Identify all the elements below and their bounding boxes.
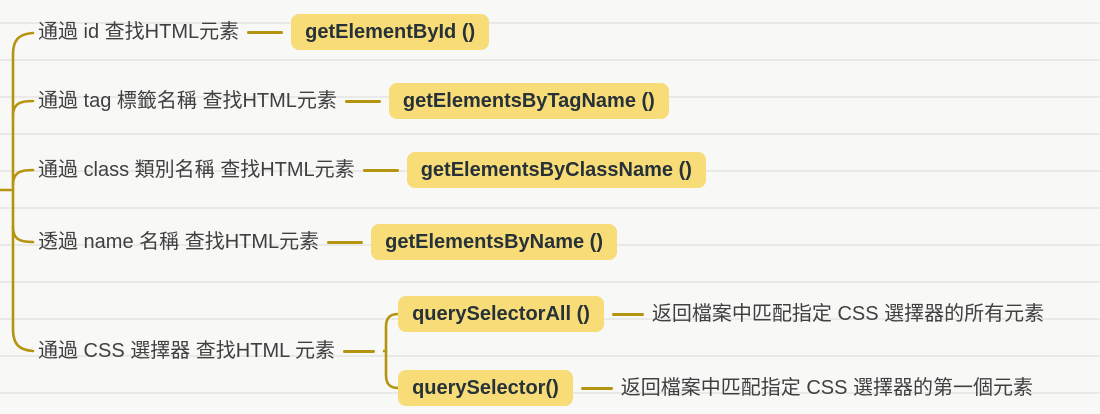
trunk-line: [11, 31, 35, 353]
connector-dash: [362, 168, 399, 172]
sub-branch-row-queryselectorall: querySelectorAll () 返回檔案中匹配指定 CSS 選擇器的所有…: [398, 296, 1044, 332]
branch-row-id: 通過 id 查找HTML元素 getElementById (): [38, 14, 490, 50]
branch-topic-label[interactable]: 透過 name 名稱 查找HTML元素: [38, 231, 320, 253]
method-node-queryselector[interactable]: querySelector(): [398, 370, 573, 406]
method-description[interactable]: 返回檔案中匹配指定 CSS 選擇器的第一個元素: [620, 377, 1034, 399]
connector-dash: [344, 99, 381, 103]
method-description[interactable]: 返回檔案中匹配指定 CSS 選擇器的所有元素: [651, 303, 1045, 325]
connector-dash: [580, 386, 613, 390]
branch-row-tag: 通過 tag 標籤名稱 查找HTML元素 getElementsByTagNam…: [38, 83, 669, 119]
method-node-getelementbyid[interactable]: getElementById (): [291, 14, 490, 50]
branch-row-css-selector: 通過 CSS 選擇器 查找HTML 元素 querySelectorAll ()…: [38, 296, 1044, 406]
connector-dash: [247, 30, 284, 34]
branch-curl-3: [11, 168, 35, 187]
method-node-getelementsbyclassname[interactable]: getElementsByClassName (): [406, 152, 706, 188]
branch-curl-4: [11, 225, 35, 244]
connector-dash: [327, 240, 364, 244]
connector-dash: [611, 312, 644, 316]
branch-curl-2: [11, 99, 35, 118]
method-node-queryselectorall[interactable]: querySelectorAll (): [398, 296, 604, 332]
method-node-getelementsbyname[interactable]: getElementsByName (): [371, 224, 617, 260]
connector-dash: [343, 349, 376, 353]
branch-topic-label[interactable]: 通過 class 類別名稱 查找HTML元素: [38, 159, 355, 181]
method-node-getelementsbytagname[interactable]: getElementsByTagName (): [388, 83, 669, 119]
branch-topic-label[interactable]: 通過 CSS 選擇器 查找HTML 元素: [38, 340, 336, 362]
sub-branch-row-queryselector: querySelector() 返回檔案中匹配指定 CSS 選擇器的第一個元素: [398, 370, 1044, 406]
fork-bracket-connector: [383, 312, 399, 390]
sub-branch-column: querySelectorAll () 返回檔案中匹配指定 CSS 選擇器的所有…: [398, 296, 1044, 406]
branch-topic-label[interactable]: 通過 id 查找HTML元素: [38, 21, 240, 43]
branch-row-class: 通過 class 類別名稱 查找HTML元素 getElementsByClas…: [38, 152, 706, 188]
branch-topic-label[interactable]: 通過 tag 標籤名稱 查找HTML元素: [38, 90, 337, 112]
branch-row-name: 透過 name 名稱 查找HTML元素 getElementsByName (): [38, 224, 617, 260]
